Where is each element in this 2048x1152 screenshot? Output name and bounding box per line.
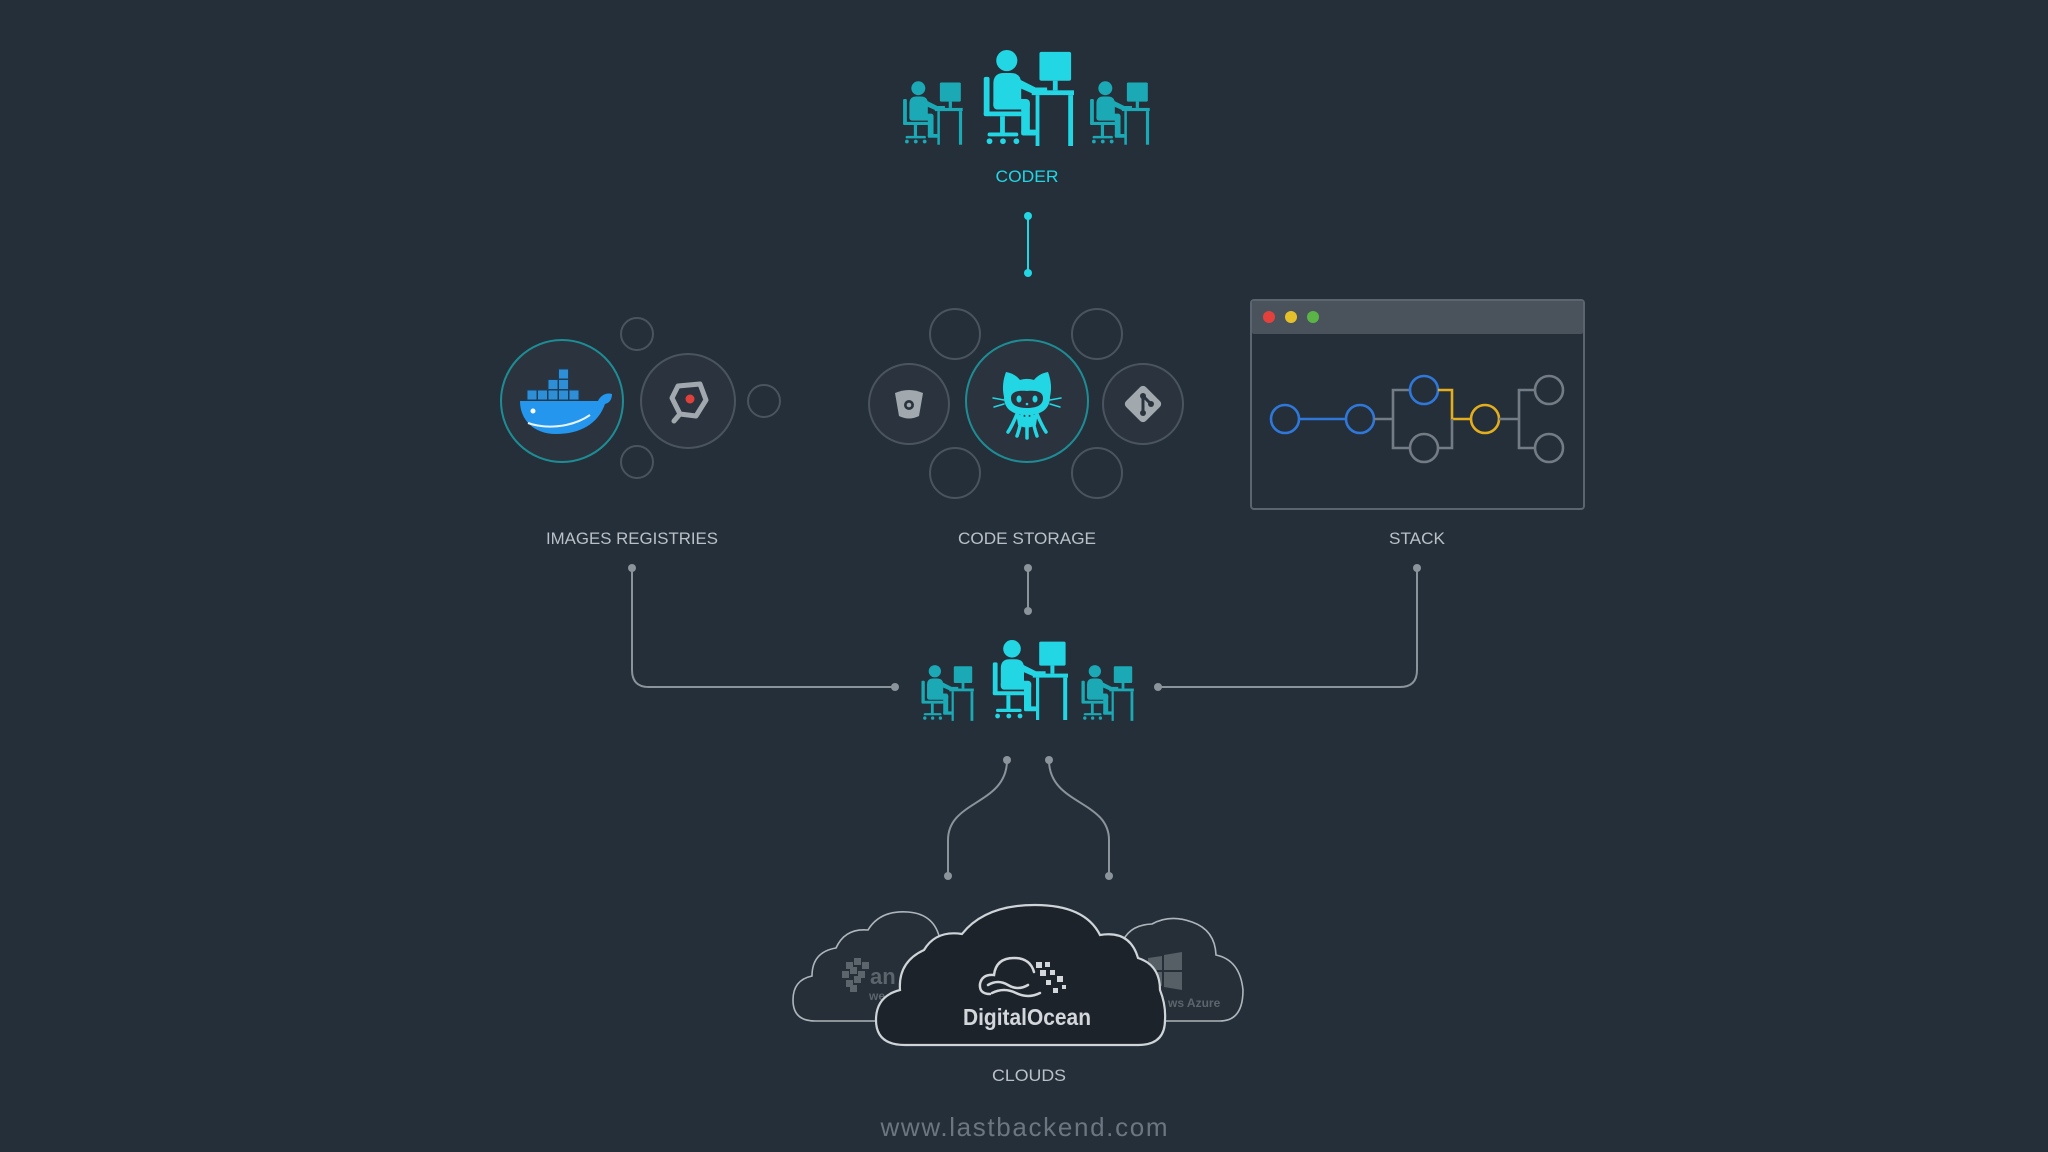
stack-label: STACK [1389, 529, 1446, 548]
digitalocean-logo-text: DigitalOcean [963, 1004, 1091, 1030]
stack-window [1250, 299, 1585, 510]
connector-line [631, 568, 893, 688]
person-at-computer-icon [903, 81, 963, 145]
person-at-computer-icon [1081, 665, 1134, 721]
orbit-circle [620, 317, 654, 351]
connector-dot [944, 872, 952, 880]
team-group [921, 640, 1134, 721]
orbit-circle [1071, 447, 1123, 499]
bitbucket-icon [895, 390, 923, 419]
connector-dot [891, 683, 899, 691]
connector-dot [1024, 212, 1032, 220]
orbit-circle [1071, 308, 1123, 360]
stack-bracket [1391, 388, 1410, 450]
orbit-circle [747, 384, 781, 418]
images-registries-cluster [500, 317, 781, 479]
orbit-circle [929, 447, 981, 499]
person-at-computer-icon [1090, 81, 1150, 145]
connector-dot [1154, 683, 1162, 691]
stack-node [1533, 374, 1565, 406]
coder-connector [1024, 212, 1032, 277]
git-icon [1124, 385, 1162, 423]
connector-dot [1413, 564, 1421, 572]
connector-dot [628, 564, 636, 572]
orbit-circle [620, 445, 654, 479]
stack-graph [1269, 374, 1565, 464]
connectors-to-clouds [944, 756, 1113, 880]
connector-line [947, 759, 1008, 876]
coder-group [903, 50, 1150, 146]
window-maximize-dot [1307, 311, 1319, 323]
digitalocean-logo [978, 956, 1066, 998]
connector-dot [1024, 564, 1032, 572]
azure-logo-text: ws Azure [1167, 996, 1221, 1010]
connector-dot [1003, 756, 1011, 764]
quay-icon [669, 381, 709, 424]
stack-bracket [1438, 419, 1454, 450]
github-icon [992, 372, 1062, 440]
connector-dot [1024, 607, 1032, 615]
connector-line [1160, 568, 1418, 688]
aws-logo-text: we [868, 989, 885, 1003]
connector-line [1048, 759, 1110, 876]
connector-dot [1024, 269, 1032, 277]
clouds-group: an we ws Azure [792, 903, 1244, 1047]
website-url: www.lastbackend.com [880, 1112, 1168, 1142]
stack-bracket [1517, 388, 1535, 450]
window-close-dot [1263, 311, 1275, 323]
person-at-computer-icon [983, 50, 1074, 146]
stack-window-frame [1250, 299, 1585, 510]
stack-node [1533, 432, 1565, 464]
connector-dot [1045, 756, 1053, 764]
clouds-label: CLOUDS [992, 1066, 1066, 1085]
orbit-circle [929, 308, 981, 360]
coder-label: CODER [996, 167, 1059, 186]
aws-logo-text: an [870, 964, 896, 989]
person-at-computer-icon [921, 665, 974, 721]
stack-window-titlebar [1252, 301, 1583, 334]
window-minimize-dot [1285, 311, 1297, 323]
images-registries-label: IMAGES REGISTRIES [546, 529, 718, 548]
stack-bracket [1438, 388, 1471, 421]
code-storage-cluster [868, 308, 1184, 499]
code-storage-label: CODE STORAGE [958, 529, 1096, 548]
person-at-computer-icon [992, 640, 1068, 720]
docker-icon [520, 368, 612, 434]
connectors-to-team [628, 564, 1421, 691]
aws-logo [842, 958, 869, 992]
connector-dot [1105, 872, 1113, 880]
digitalocean-cloud: DigitalOcean [874, 903, 1167, 1047]
